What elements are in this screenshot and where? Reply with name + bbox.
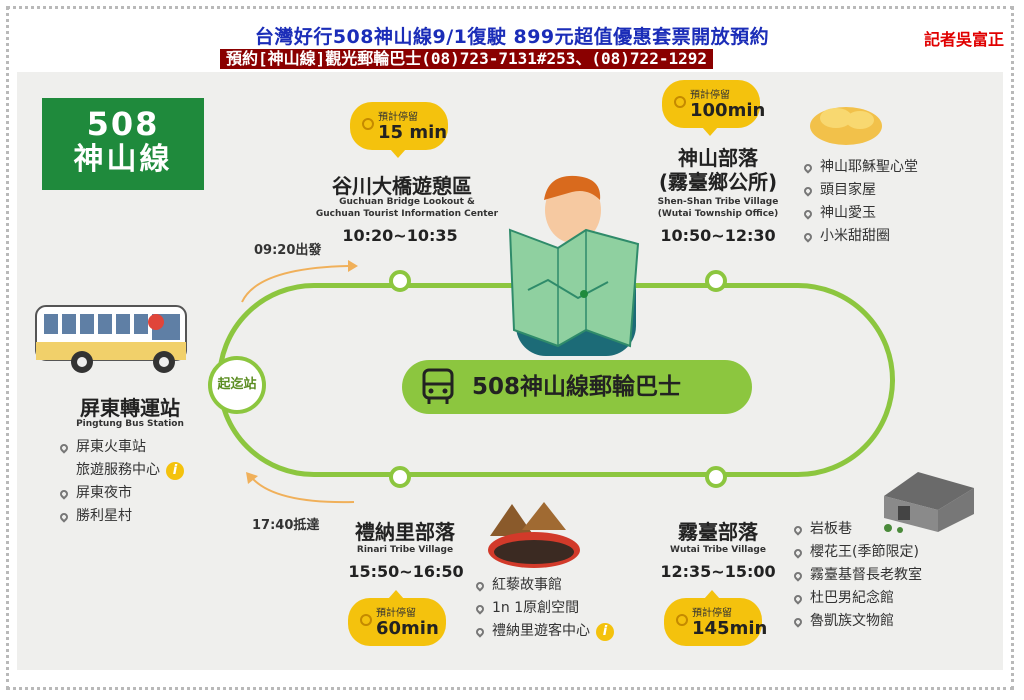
bus-icon <box>422 368 454 404</box>
location-pin-icon <box>802 161 814 174</box>
poi-item: 小米甜甜圈 <box>802 225 918 248</box>
start-end-station-badge: 起迄站 <box>208 356 266 414</box>
location-pin-icon <box>58 487 70 500</box>
location-pin-icon <box>792 615 804 628</box>
stop-node-wutai <box>705 466 727 488</box>
info-icon: i <box>166 461 184 480</box>
poi-item: 屏東火車站 <box>58 436 184 459</box>
stop-node-rinari <box>389 466 411 488</box>
stop-time-rinari: 15:50~16:50 <box>348 562 464 581</box>
poi-item: 紅藜故事館 <box>474 574 614 597</box>
location-pin-icon <box>802 230 814 243</box>
poi-item: 頭目家屋 <box>802 179 918 202</box>
stay-bubble-guchuan: 預計停留 15 min <box>350 102 448 158</box>
location-pin-icon <box>792 523 804 536</box>
stop-en-rinari: Rinari Tribe Village <box>356 545 454 555</box>
route-number: 508 <box>86 105 160 143</box>
location-pin-icon <box>474 625 486 638</box>
location-pin-icon <box>474 602 486 615</box>
location-pin-icon <box>792 546 804 559</box>
arrive-time: 17:40抵達 <box>252 518 320 533</box>
location-pin-icon <box>802 207 814 220</box>
poi-item: 櫻花王(季節限定) <box>792 541 922 564</box>
route-banner: 508神山線郵輪巴士 <box>402 360 752 414</box>
stop-name-rinari: 禮納里部落 <box>355 520 455 544</box>
stop-en-shenshan-2: (Wutai Township Office) <box>657 209 779 219</box>
stop-node-guchuan <box>389 270 411 292</box>
village-illustration <box>488 502 580 568</box>
poi-list-shenshan: 神山耶穌聖心堂 頭目家屋 神山愛玉 小米甜甜圈 <box>802 156 918 248</box>
location-pin-icon <box>792 592 804 605</box>
stop-en-wutai: Wutai Tribe Village <box>670 545 766 555</box>
clock-icon <box>360 614 372 626</box>
poi-item: 杜巴男紀念館 <box>792 587 922 610</box>
booking-banner: 預約[神山線]觀光郵輪巴士(08)723-7131#253、(08)722-12… <box>220 49 713 69</box>
location-pin-icon <box>58 441 70 454</box>
route-banner-label: 508神山線郵輪巴士 <box>472 374 682 400</box>
location-pin-icon <box>792 569 804 582</box>
stop-name-pingtung: 屏東轉運站 <box>80 396 180 420</box>
poi-item: 魯凱族文物館 <box>792 610 922 633</box>
dotted-frame <box>6 6 1014 690</box>
stop-time-shenshan: 10:50~12:30 <box>660 226 776 245</box>
route-name: 神山線 <box>73 142 173 177</box>
poi-item: 神山耶穌聖心堂 <box>802 156 918 179</box>
stop-time-wutai: 12:35~15:00 <box>660 562 776 581</box>
stop-name-shenshan: 神山部落 <box>678 146 758 170</box>
poi-item: 1n 1原創空間 <box>474 597 614 620</box>
stop-en-guchuan-1: Guchuan Bridge Lookout & <box>339 197 475 207</box>
reporter-credit: 記者吳富正 <box>924 30 1005 49</box>
route-logo: 508 神山線 <box>42 98 204 190</box>
depart-arrow-icon <box>241 260 358 303</box>
traveler-with-map-illustration <box>508 175 640 356</box>
info-icon: i <box>596 622 614 641</box>
clock-icon <box>674 96 686 108</box>
poi-list-wutai: 岩板巷 櫻花王(季節限定) 霧臺基督長老教室 杜巴男紀念館 魯凱族文物館 <box>792 518 922 633</box>
location-pin-icon <box>802 184 814 197</box>
stay-bubble-shenshan: 預計停留 100min <box>662 80 765 136</box>
stop-time-guchuan: 10:20~10:35 <box>342 226 458 245</box>
stay-bubble-rinari: 預計停留 60min <box>348 590 446 646</box>
clock-icon <box>362 118 374 130</box>
stop-subname-shenshan: (霧臺鄉公所) <box>658 170 778 194</box>
arrive-arrow-icon <box>246 472 355 504</box>
stop-en-guchuan-2: Guchuan Tourist Information Center <box>315 209 499 219</box>
stop-name-guchuan: 谷川大橋遊憩區 <box>332 174 472 198</box>
stay-bubble-wutai: 預計停留 145min <box>664 590 767 646</box>
location-pin-icon <box>474 579 486 592</box>
poi-item: 屏東夜市 <box>58 482 184 505</box>
headline: 台灣好行508神山線9/1復駛 899元超值優惠套票開放預約 <box>254 26 770 48</box>
stop-en-shenshan-1: Shen-Shan Tribe Village <box>657 197 779 207</box>
stone-house-illustration <box>884 472 974 533</box>
depart-time: 09:20出發 <box>254 243 322 258</box>
location-pin-icon <box>58 510 70 523</box>
stop-en-pingtung: Pingtung Bus Station <box>76 419 184 429</box>
poi-item: 神山愛玉 <box>802 202 918 225</box>
bus-illustration <box>35 305 187 373</box>
poi-item: 岩板巷 <box>792 518 922 541</box>
stop-node-shenshan <box>705 270 727 292</box>
poi-item: 勝利星村 <box>58 505 184 528</box>
millet-donut-illustration <box>810 107 882 145</box>
poi-item: 霧臺基督長老教室 <box>792 564 922 587</box>
clock-icon <box>676 614 688 626</box>
stop-name-wutai: 霧臺部落 <box>678 520 758 544</box>
